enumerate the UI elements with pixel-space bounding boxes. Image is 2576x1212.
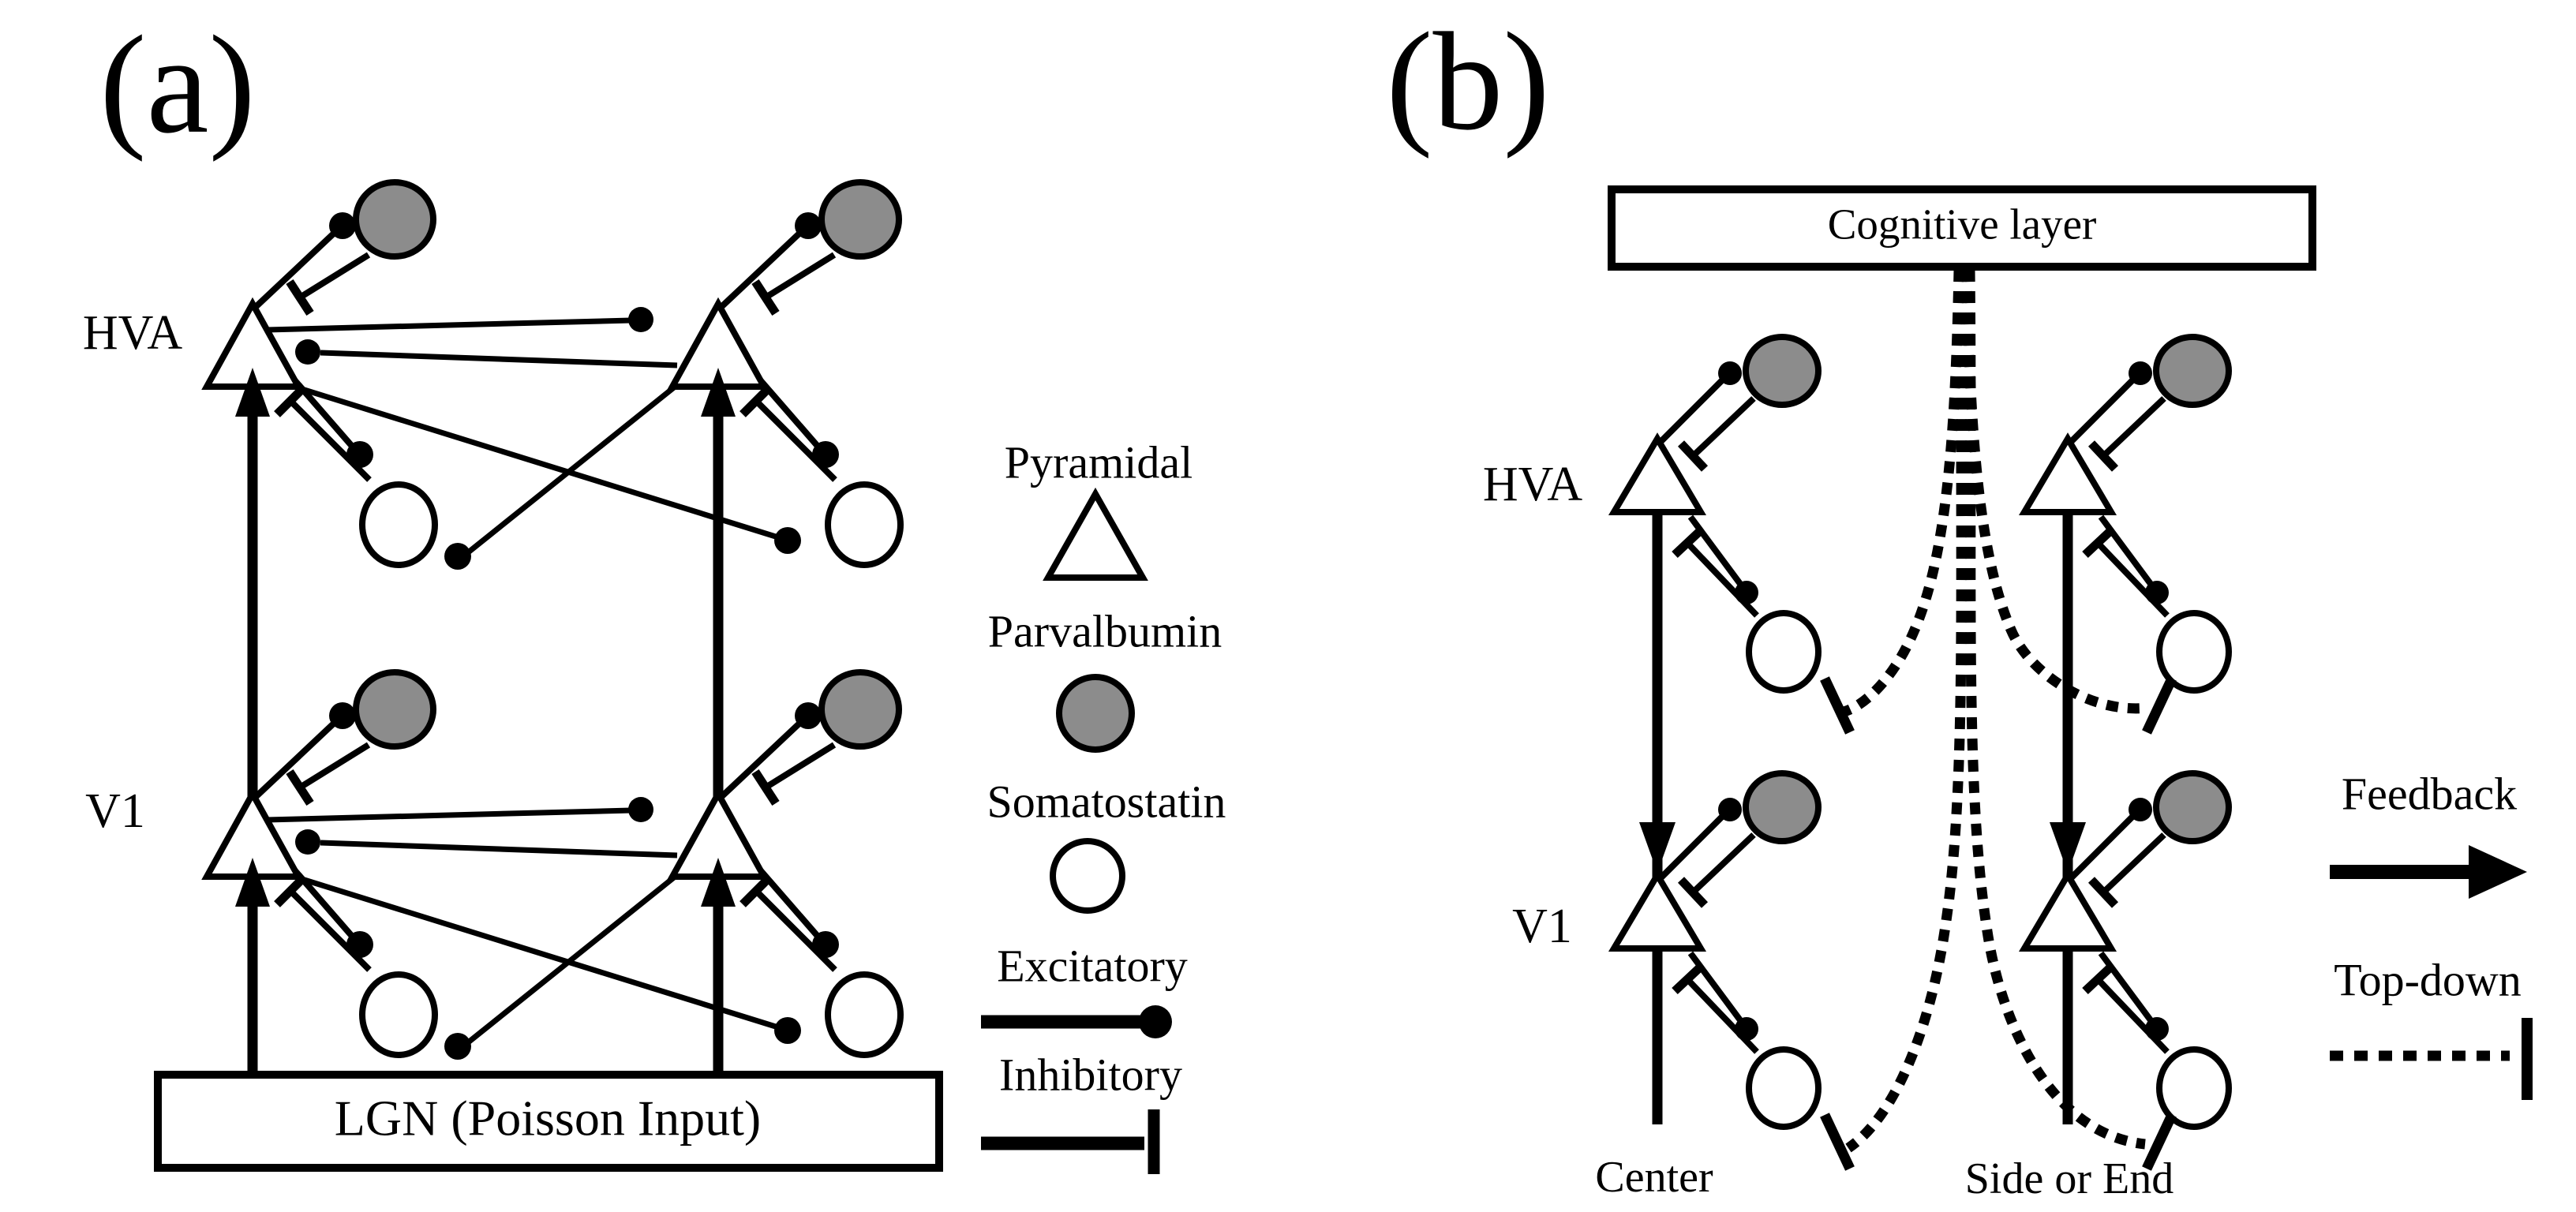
excitatory-synapse-dot xyxy=(295,339,320,365)
hva-side-neuron xyxy=(2024,337,2229,690)
top-down-connections xyxy=(1841,269,2149,1153)
v1-right-neuron xyxy=(672,672,900,1055)
excitatory-synapse-dot xyxy=(774,1017,801,1044)
pyr-pyr-excitatory-line xyxy=(320,350,678,368)
hva-layer-connections xyxy=(266,307,801,570)
arrowhead-down xyxy=(1639,822,1676,873)
hva-right-neuron xyxy=(672,182,900,565)
v1-label-b: V1 xyxy=(1512,900,1572,953)
cognitive-layer-box xyxy=(1608,185,2316,271)
pyr-pyr-excitatory-line xyxy=(320,840,678,858)
arrowhead-up xyxy=(235,858,270,907)
pyramidal-triangle-icon xyxy=(1043,487,1148,581)
hva-label: HVA xyxy=(83,306,183,360)
pyr-pyr-excitatory-line xyxy=(266,807,632,823)
top-down-to-hva-left xyxy=(1841,269,1964,717)
legend-pyramidal-label: Pyramidal xyxy=(1005,436,1193,488)
excitatory-dot-icon xyxy=(1139,1005,1172,1038)
excitatory-synapse-dot xyxy=(628,307,653,332)
lgn-box-label: LGN (Poisson Input) xyxy=(335,1090,761,1147)
pyr-to-contralateral-som-line xyxy=(295,384,780,541)
v1-label: V1 xyxy=(85,784,145,838)
hva-center-neuron xyxy=(1614,337,1818,690)
panel-b: (b) Cognitive layer HVA V1 Center xyxy=(1386,3,2533,1203)
arrowhead-up xyxy=(701,368,736,417)
v1-left-neuron xyxy=(207,672,435,1055)
pyr-to-contralateral-som-line xyxy=(295,874,780,1031)
legend-parvalbumin-label: Parvalbumin xyxy=(988,605,1222,656)
legend-somatostatin-label: Somatostatin xyxy=(987,776,1226,827)
cognitive-layer-label: Cognitive layer xyxy=(1828,200,2097,249)
lgn-box xyxy=(154,1071,943,1172)
feedback-arrowhead-icon xyxy=(2469,845,2527,899)
legend-feedback-label: Feedback xyxy=(2342,768,2517,819)
legend-top-down-label: Top-down xyxy=(2334,954,2522,1005)
excitatory-synapse-dot xyxy=(774,527,801,554)
somatostatin-circle-icon xyxy=(1050,838,1125,914)
excitatory-synapse-dot xyxy=(444,543,471,570)
panel-a: (a) xyxy=(83,6,1226,1174)
panel-b-label: (b) xyxy=(1386,3,1550,159)
excitatory-synapse-dot xyxy=(295,829,320,855)
panel-b-legend: Feedback Top-down xyxy=(2330,768,2533,1100)
top-down-tbar-v1-left xyxy=(1820,1113,1855,1171)
parvalbumin-circle-icon xyxy=(1056,674,1135,753)
arrowhead-up xyxy=(701,858,736,907)
legend-excitatory-label: Excitatory xyxy=(997,940,1188,991)
legend-inhibitory-label: Inhibitory xyxy=(999,1049,1182,1100)
panel-a-legend: Pyramidal Parvalbumin Somatostatin Excit… xyxy=(981,436,1226,1174)
excitatory-synapse-dot xyxy=(628,797,653,822)
arrowhead-down xyxy=(2050,822,2086,873)
pyr-to-contralateral-som-line xyxy=(465,875,676,1046)
top-down-tbar-hva-right xyxy=(2142,676,2177,735)
excitatory-synapse-dot xyxy=(444,1033,471,1060)
top-down-to-v1-left xyxy=(1845,269,1968,1153)
hva-left-neuron xyxy=(207,182,435,565)
v1-layer-connections xyxy=(266,797,801,1060)
panel-a-label: (a) xyxy=(99,6,256,163)
pyr-pyr-excitatory-line xyxy=(266,317,632,333)
top-down-to-v1-right xyxy=(1964,269,2146,1150)
top-down-tbar-hva-left xyxy=(1820,676,1855,735)
stimulus-side-or-end-label: Side or End xyxy=(1965,1154,2174,1203)
stimulus-center-label: Center xyxy=(1595,1153,1713,1202)
hva-label-b: HVA xyxy=(1483,458,1583,511)
top-down-tbar-v1-right xyxy=(2142,1113,2177,1171)
pyr-to-contralateral-som-line xyxy=(465,385,676,556)
arrowhead-up xyxy=(235,368,270,417)
